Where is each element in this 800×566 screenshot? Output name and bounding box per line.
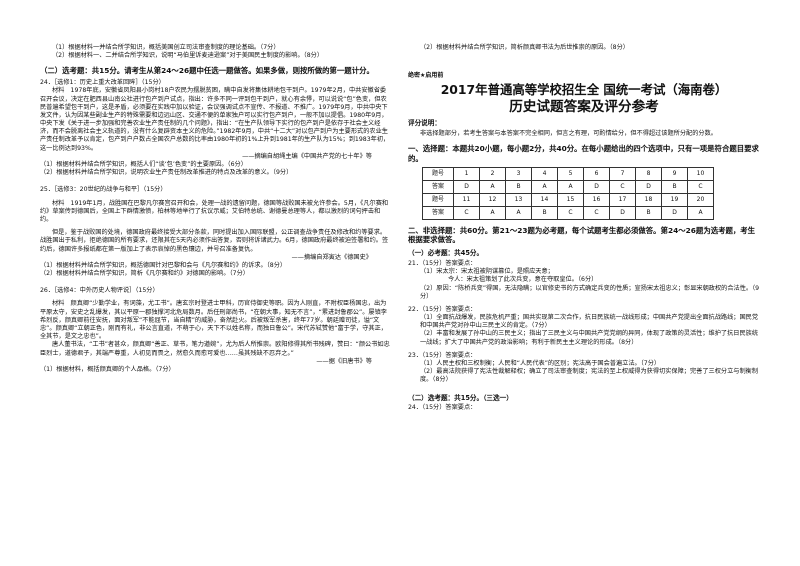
answer-table-cell: 17 <box>609 192 636 207</box>
answer-table-cell: B <box>661 179 688 194</box>
answer-table-cell: B <box>531 205 558 220</box>
q25-material-1: 材料 1919年1月，战胜国在巴黎凡尔赛宫召开和会，处理一战的遗留问题，德国等战… <box>40 199 389 223</box>
q22-item: （1）全面抗战爆发，民族危机严重；国共实现第二次合作，抗日民族统一战线形成；中国… <box>420 314 759 330</box>
answer-table-cell: D <box>635 179 662 194</box>
q21-item: （2）原因：“陈桥兵变”得国，无法隐瞒；以官修史书的方式确定兵变的性质；宣扬宋太… <box>420 284 760 300</box>
answer-table-cell: C <box>609 179 636 194</box>
q24-material: 材料 1978年底，安徽省凤阳县小岗村18户农民为摆脱贫困，瞒中自发将集体耕地包… <box>40 87 390 152</box>
answer-table-cell: 7 <box>609 166 636 181</box>
answer-table-cell: 3 <box>505 166 532 181</box>
q24-question-2: （2）根据材料并结合所学知识，说明农业生产责任制改革推进的特点及改革的意义。（9… <box>40 169 293 177</box>
left-top-question-1: （1）根据材料一并结合所学知识，概括美国创立司法审查制度的理论基础。（7分） <box>52 44 280 51</box>
answer-table-cell: D <box>453 179 480 194</box>
q25-question-1: （1）根据材料并结合所学知识，概括德国针对巴黎和会与《凡尔赛和约》的诉求。（8分… <box>40 261 287 269</box>
q23-item: （1）人民主权和三权制衡；人民和“人民代表”的区别；宪法高于国会普遍立法。（7分… <box>420 360 661 367</box>
answer-table-cell: A <box>531 179 558 194</box>
q26-question-1: （1）根据材料，概括颜真卿的个人品格。（7分） <box>40 365 175 373</box>
q24-question-1: （1）根据材料并结合所学知识，概括人们“谈‘包’色变”的主要原因。（6分） <box>40 161 247 169</box>
q21-item: （1）宋太宗：宋太祖被阴谋篡位，是照应天意； <box>420 268 554 276</box>
spacer <box>408 385 760 390</box>
answer-table-cell: 19 <box>661 192 688 207</box>
answer-table-cell: C <box>583 205 610 220</box>
answer-table-cell: D <box>583 179 610 194</box>
right-top-question: （2）根据材料并结合所学知识，简析颜真卿书法为后世推崇的原因。（8分） <box>420 44 629 51</box>
answer-table-header-cell: 答案 <box>422 179 454 194</box>
answer-table-cell: D <box>661 205 688 220</box>
answer-table-cell: 4 <box>531 166 558 181</box>
q23-heading: 23．（15分）答案要点： <box>408 351 477 359</box>
secret-tag: 绝密★启用前 <box>408 72 444 80</box>
answer-table-cell: C <box>453 205 480 220</box>
answer-table-cell: 10 <box>687 166 714 181</box>
answer-sub-title: 历史试题答案及评分参考 <box>509 98 659 115</box>
answer-table-cell: 5 <box>557 166 584 181</box>
q25-source: ——摘编自郑寅达《德国史》 <box>291 253 372 261</box>
q24-answer-heading: 24．（15分）答案要点： <box>408 404 477 412</box>
q26-material-2: 唐人董书法，“工书”者甚众，颜真卿“善正、草书，笔力遒婉”，尤为后人所推崇。欧阳… <box>40 341 390 357</box>
answer-table-cell: 18 <box>635 192 662 207</box>
q26-source: ——据《旧唐书》等 <box>316 357 372 365</box>
section-1-title: 一、选择题：本题共20小题，每小题2分，共40分。在每小题给出的四个选项中，只有… <box>408 144 759 163</box>
answer-table-header-cell: 题号 <box>422 166 454 181</box>
q22-item: （2）丰富和发展了孙中山的三民主义；指出了三民主义与中国共产党党纲的异同，体现了… <box>420 330 759 346</box>
q26-material-1: 材料 颜真卿“少勤学业，有词藻，尤工书”。唐玄宗时登进士甲科，历官侍御史等职。因… <box>40 300 387 341</box>
answer-table-cell: C <box>687 179 714 194</box>
right-column: （2）根据材料并结合所学知识，简析颜真卿书法为后世推崇的原因。（8分） 绝密★启… <box>408 44 760 412</box>
answer-table-cell: 1 <box>453 166 480 181</box>
answer-table-header-cell: 题号 <box>422 192 454 207</box>
answer-table-cell: 20 <box>687 192 714 207</box>
answer-table-cell: 12 <box>479 192 506 207</box>
section-2-answer-title: 二、非选择题：共60分。第21～23题为必考题，每个试题考生都必须做答。第24～… <box>408 225 756 245</box>
answer-table-header-cell: 答案 <box>422 205 454 220</box>
required-subsection-title: （一）必考题：共45分。 <box>408 249 484 258</box>
answer-table-cell: 14 <box>531 192 558 207</box>
left-column: （1）根据材料一并结合所学知识，概括美国创立司法审查制度的理论基础。（7分） （… <box>40 44 392 374</box>
answer-main-title: 2017年普通高等学校招生全 国统一考试（海南卷） <box>440 82 728 98</box>
answer-table-cell: A <box>505 205 532 220</box>
answer-table-cell: 13 <box>505 192 532 207</box>
elective-subsection-title: （二）选考题：共15分。（三选一） <box>408 393 513 402</box>
q25-heading: 25．［选修3：20世纪的战争与和平］（15分） <box>40 186 167 194</box>
answer-table-cell: A <box>557 179 584 194</box>
answer-table-cell: C <box>557 205 584 220</box>
answer-table-cell: 9 <box>661 166 688 181</box>
section-2-title: （二）选考题：共15分。请考生从第24～26题中任选一题做答。如果多做，则按所做… <box>40 66 374 76</box>
answer-table-cell: 15 <box>557 192 584 207</box>
spacer <box>40 278 392 287</box>
q25-material-2: 但是，鉴于战败国的处境，德国政府最终接受大部分条款，同时提出加入国际联盟，公正调… <box>40 229 389 253</box>
left-top-question-2: （2）根据材料一、二并结合所学知识，说明“马伯里诉麦迪逊案”对于美国民主制度的影… <box>52 52 324 60</box>
answer-table-cell: 11 <box>453 192 480 207</box>
q21-heading: 21．（15分）答案要点： <box>408 259 477 267</box>
answer-table-cell: 16 <box>583 192 610 207</box>
answer-table-cell: 6 <box>583 166 610 181</box>
q22-heading: 22．（15分）答案要点： <box>408 305 477 313</box>
answer-table-cell: A <box>479 205 506 220</box>
q23-item: （2）最高法院获得了宪法性裁解释权；确立了司法审查制度；宪法的至上权威得为获得切… <box>420 368 759 384</box>
q25-question-2: （2）根据材料并结合所学知识，简析《凡尔赛和约》对德国的影响。（7分） <box>40 270 249 278</box>
answer-table-cell: D <box>609 205 636 220</box>
q24-heading: 24．［选修1：历史上重大改革回眸］（15分） <box>40 79 165 87</box>
q21-item: 今人：宋太祖策划了此次兵变，意在夺取皇位。（6分） <box>448 276 598 284</box>
q26-heading: 26．［选修4：中外历史人物评说］（15分） <box>40 287 159 295</box>
answer-table-cell: A <box>687 205 714 220</box>
answer-table-cell: B <box>635 205 662 220</box>
q24-source: ——摘编自胡绳主编《中国共产党的七十年》等 <box>242 152 372 160</box>
scoring-notes-body: 非选择题部分，若考生答案与本答案不完全相同，但言之有理，可酌情给分，但不得超过该… <box>420 129 717 137</box>
answer-table-cell: 8 <box>635 166 662 181</box>
answer-table-cell: A <box>479 179 506 194</box>
scoring-notes-heading: 评分说明： <box>408 119 441 128</box>
answer-table-cell: B <box>505 179 532 194</box>
answer-table-cell: 2 <box>479 166 506 181</box>
